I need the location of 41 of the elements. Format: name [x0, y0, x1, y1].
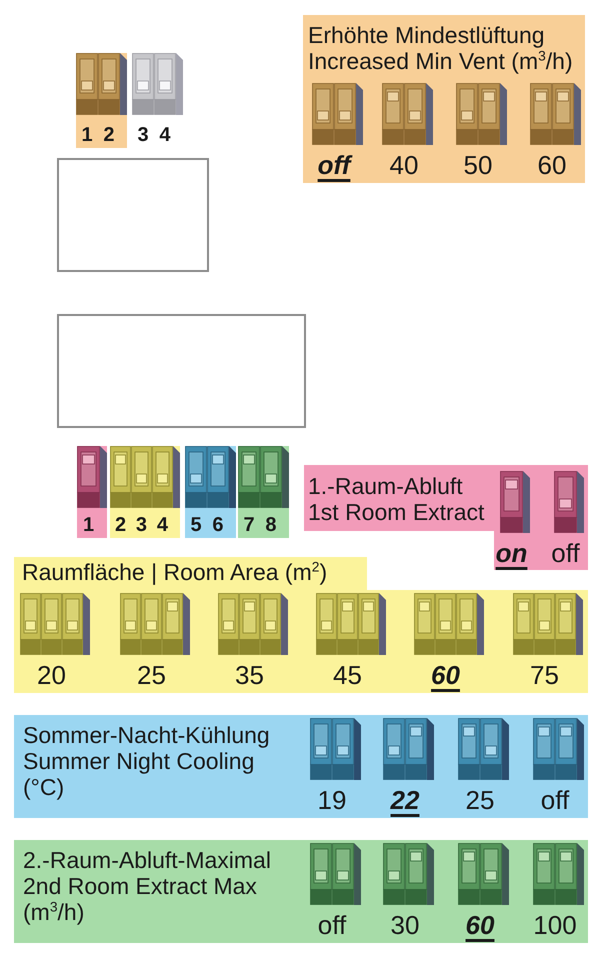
option-value: 60: [466, 910, 494, 940]
switch-number: 3 4: [137, 124, 171, 146]
option-value: off: [318, 150, 350, 180]
switch-number: 1 2: [81, 124, 115, 146]
switch-group-highlight: [77, 446, 107, 538]
switch-number: 2 3 4: [114, 514, 168, 536]
panel-heading: 2.-Raum-Abluft-Maximal 2nd Room Extract Max (m$^{3}$/h): [23, 847, 272, 925]
panel-heading: Raumfläche | Room Area (m$^{2}$): [22, 559, 328, 585]
option-value: off: [540, 785, 570, 815]
option-value: 100: [533, 910, 577, 940]
option-value: 60: [431, 660, 460, 690]
option-value: 35: [235, 660, 264, 690]
switch-number: 7 8: [243, 514, 277, 536]
switch-group-highlight: [185, 446, 236, 538]
setting-panel: [14, 840, 588, 943]
panel-heading: 1.-Raum-Abluft 1st Room Extract: [308, 473, 486, 525]
option-value: on: [496, 538, 528, 568]
switch-number: 5 6: [190, 514, 224, 536]
option-value: 45: [333, 660, 362, 690]
switch-group-highlight: [76, 53, 127, 148]
option-value: 25: [466, 785, 494, 815]
option-value: 22: [390, 785, 420, 815]
option-value: 60: [538, 150, 566, 180]
panel-heading: Erhöhte Mindestlüftung Increased Min Vent (m$^{3}$/h): [308, 22, 574, 74]
option-value: 50: [464, 150, 492, 180]
option-value: 40: [390, 150, 418, 180]
setting-panel: [303, 15, 585, 183]
switch-number: 1: [82, 514, 94, 536]
empty-frame: [57, 158, 209, 272]
option-value: 25: [137, 660, 166, 690]
option-value: 20: [37, 660, 66, 690]
switch-group-highlight: [238, 446, 289, 538]
switch-group-highlight: [110, 446, 180, 538]
panel-heading: Sommer-Nacht-Kühlung Summer Night Cooling (°C): [23, 722, 271, 800]
option-value: 75: [530, 660, 559, 690]
option-value: off: [318, 910, 346, 940]
option-value: 30: [390, 910, 420, 940]
option-value: off: [551, 538, 580, 568]
empty-frame: [57, 314, 306, 428]
option-value: 19: [318, 785, 346, 815]
setting-panel: [14, 715, 588, 818]
